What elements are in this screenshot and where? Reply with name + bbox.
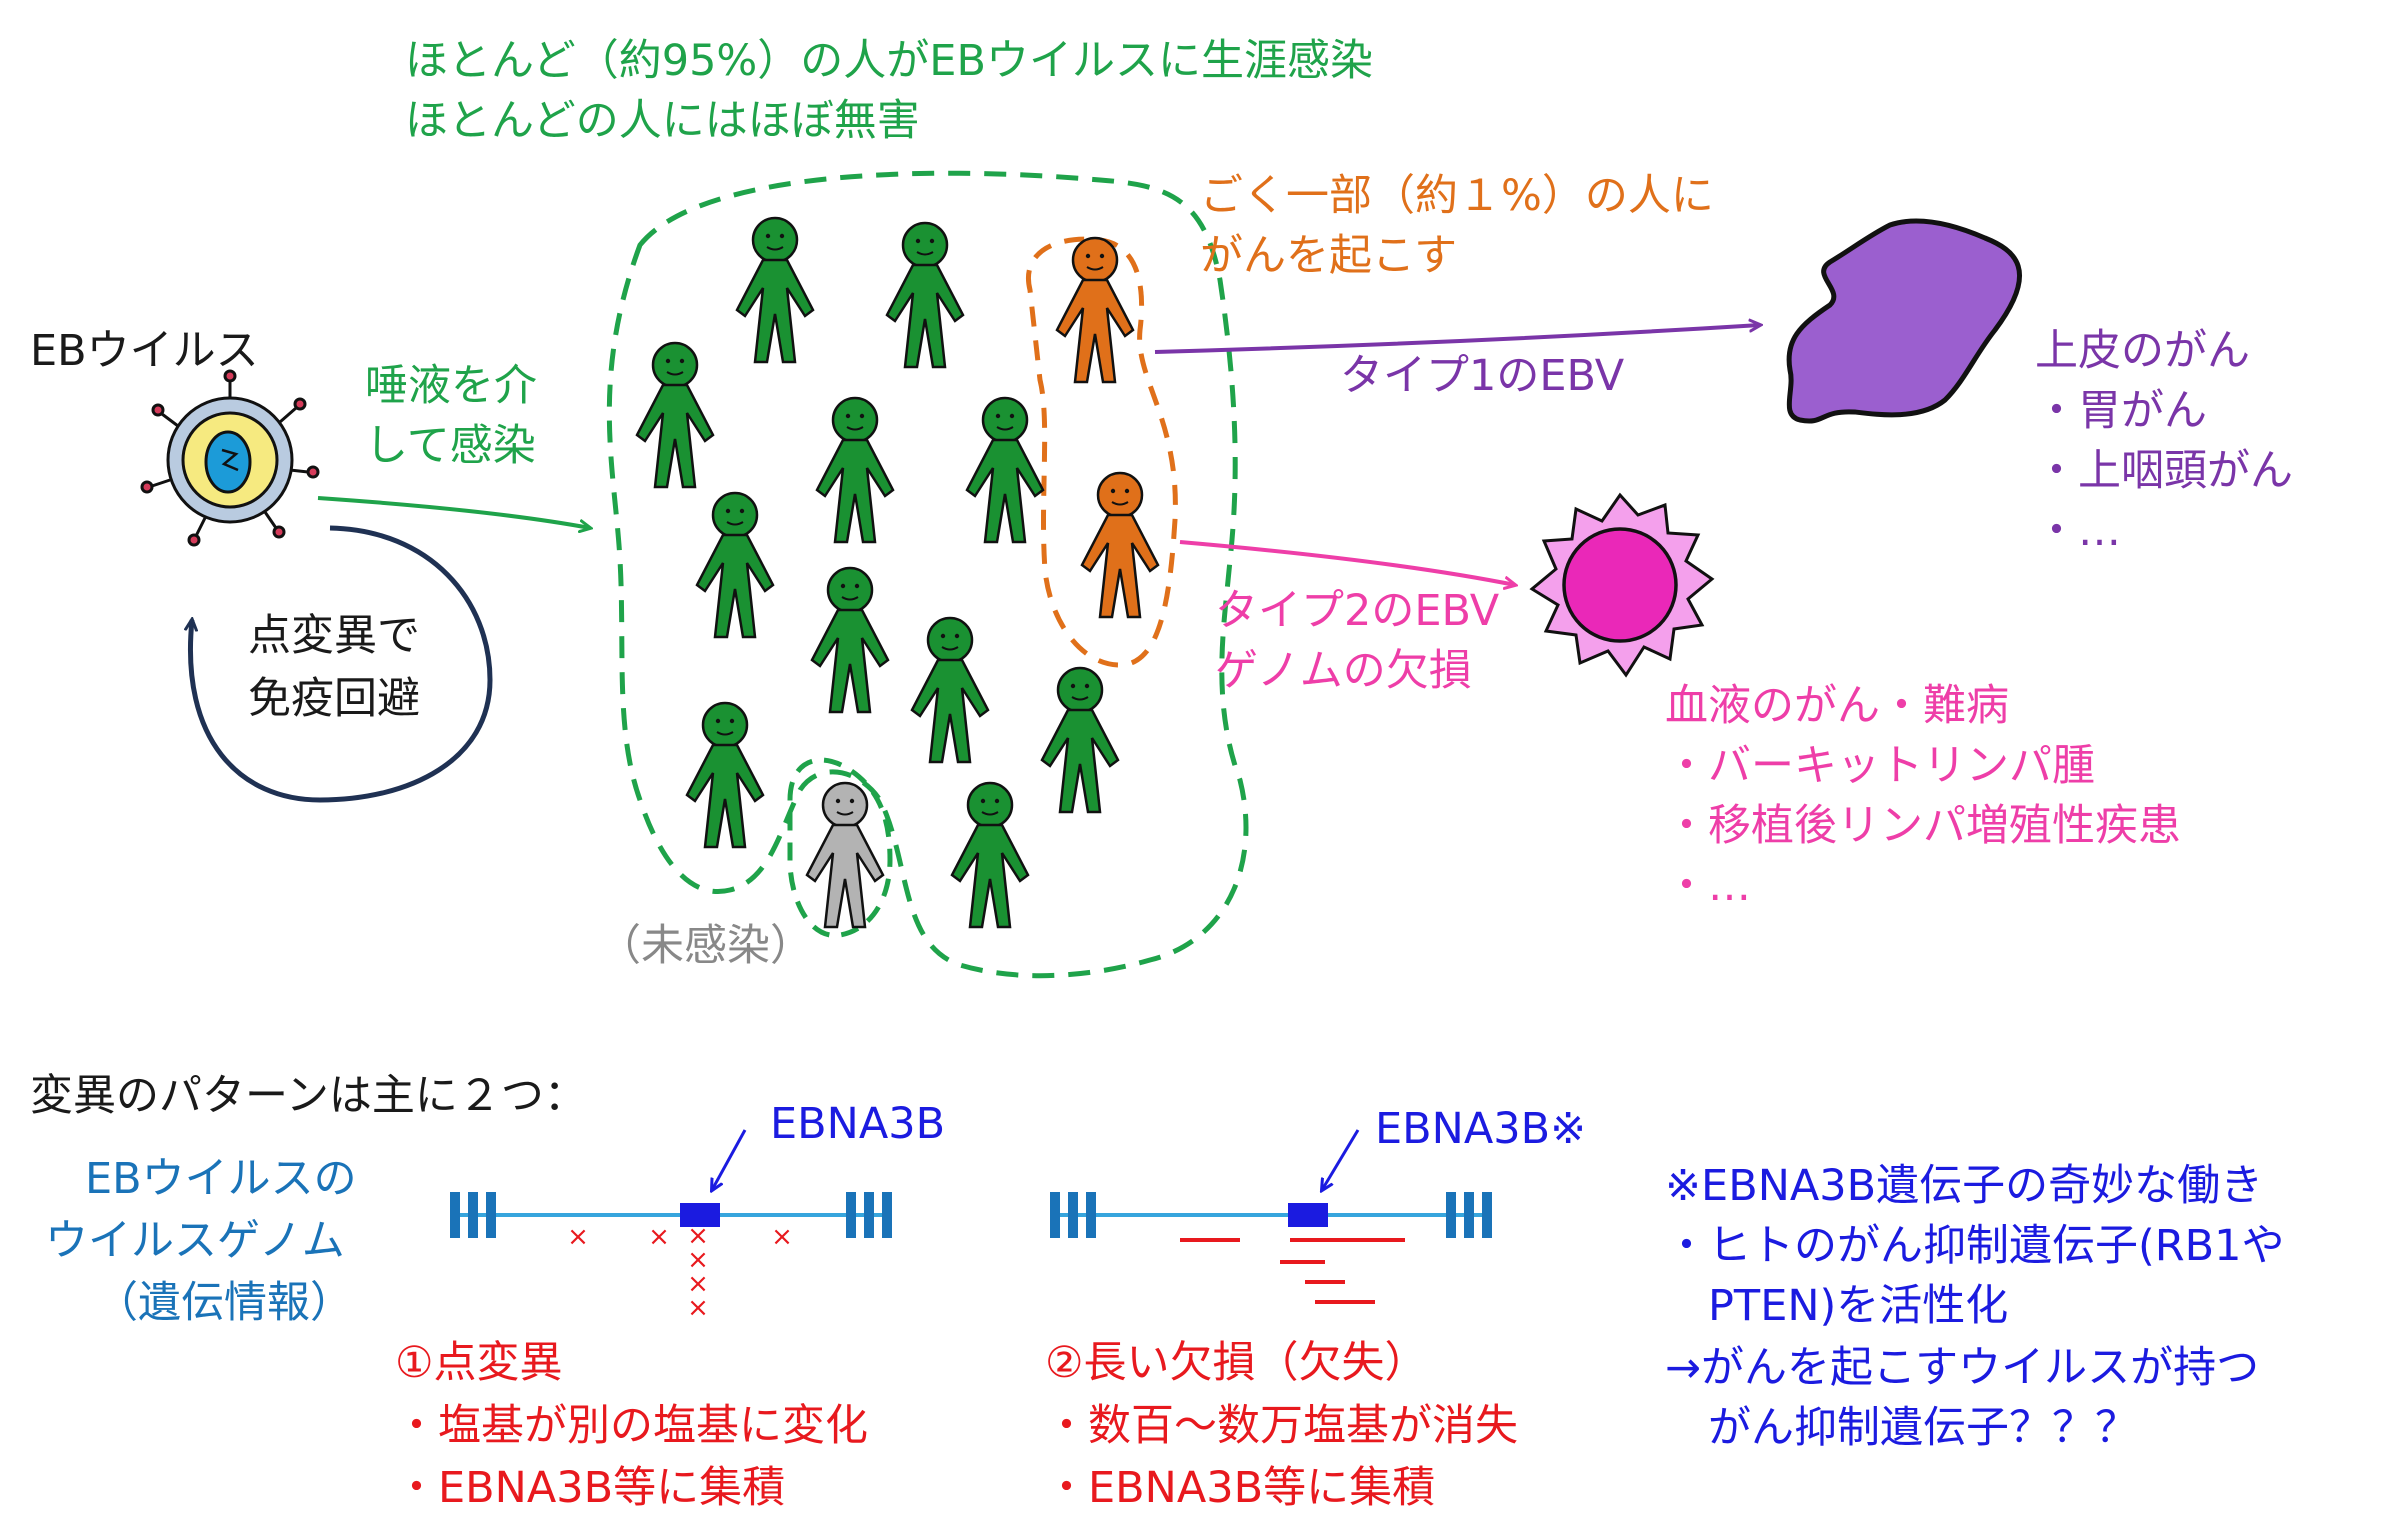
type2-label-line1: タイプ2のEBV [1215,586,1500,636]
infected-person [910,616,990,764]
pattern2-title: ②長い欠損（欠失） [1045,1338,1428,1388]
infected-person [950,781,1030,929]
svg-text:×: × [648,1222,670,1252]
svg-text:×: × [567,1222,589,1252]
svg-text:×: × [687,1221,709,1251]
footnote-line: ※EBNA3B遺伝子の奇妙な働き [1665,1161,2264,1211]
uninfected-person [805,781,885,929]
uninfected-label: （未感染） [598,921,813,971]
genome-diagram-2 [1050,1129,1492,1304]
virus-icon [140,369,320,547]
population-outline [606,170,1249,979]
infected-person [735,216,815,364]
immune-label-line1: 点変異で [248,611,420,661]
svg-text:×: × [771,1222,793,1252]
infected-person [1040,666,1120,814]
type2-cancer-item: ・移植後リンパ増殖性疾患 [1665,801,2181,851]
mutation-heading: 変異のパターンは主に２つ： [30,1071,587,1121]
type2-arrow [1179,540,1515,585]
infected-person [685,701,765,849]
virus-label: EBウイルス [30,326,259,376]
immune-evasion-loop [190,525,493,803]
type2-label-line2: ゲノムの欠損 [1215,646,1472,696]
pattern1-title: ①点変異 [395,1338,563,1388]
pattern1-item: ・塩基が別の塩基に変化 [395,1401,868,1451]
type1-arrow [1154,325,1760,354]
footnote-line: →がんを起こすウイルスが持つ [1665,1343,2260,1393]
uninfected-outline [787,757,893,938]
pattern1-item: ・EBNA3B等に集積 [395,1463,786,1513]
type1-cancer-item: ・上咽頭がん [2035,446,2293,496]
saliva-arrow [317,496,590,528]
infected-person [885,221,965,369]
infected-person [635,341,715,489]
type2-cancer-item: ・… [1665,861,1751,911]
cancer-person [1055,236,1135,384]
svg-text:×: × [687,1293,709,1323]
pattern2-gene-label: EBNA3B※ [1375,1104,1587,1154]
footnote-line: がん抑制遺伝子？？？ [1665,1403,2138,1453]
genome-label-line1: EBウイルスの [85,1154,357,1204]
svg-text:×: × [687,1245,709,1275]
top-note-line1: ほとんど（約95%）の人がEBウイルスに生涯感染 [405,36,1373,86]
genome-label-line2: ウイルスゲノム [45,1216,345,1266]
type1-label: タイプ1のEBV [1340,351,1625,401]
immune-label-line2: 免疫回避 [248,674,420,724]
epithelial-tumor-icon [1786,218,2022,424]
infected-person [695,491,775,639]
cancer-person [1080,471,1160,619]
cancer-note-line1: ごく一部（約１%）の人に [1200,171,1714,221]
pattern2-item: ・EBNA3B等に集積 [1045,1463,1436,1513]
type2-cancer-item: ・バーキットリンパ腫 [1665,741,2095,791]
pattern1-gene-label: EBNA3B [770,1099,946,1149]
footnote-line: ・ヒトのがん抑制遺伝子(RB1や [1665,1221,2285,1271]
infected-person [815,396,895,544]
cancer-note-line2: がんを起こす [1200,231,1458,281]
footnote-line: PTEN)を活性化 [1665,1281,2009,1331]
type2-cancer-title: 血液のがん・難病 [1665,681,2009,731]
type1-cancer-title: 上皮のがん [2035,326,2250,376]
genome-label-line3: （遺伝情報） [95,1278,353,1328]
infected-person [965,396,1045,544]
top-note-line2: ほとんどの人にはほぼ無害 [405,96,920,146]
saliva-label-line1: 唾液を介 [365,361,537,411]
saliva-label-line2: して感染 [365,421,536,471]
svg-text:×: × [687,1269,709,1299]
type1-cancer-item: ・胃がん [2035,386,2207,436]
genome-diagram-1: × × × × × × × [450,1129,892,1323]
pattern2-item: ・数百〜数万塩基が消失 [1045,1401,1518,1451]
blood-cell-icon [1529,492,1715,678]
type1-cancer-item: ・… [2035,506,2121,556]
infected-person [810,566,890,714]
